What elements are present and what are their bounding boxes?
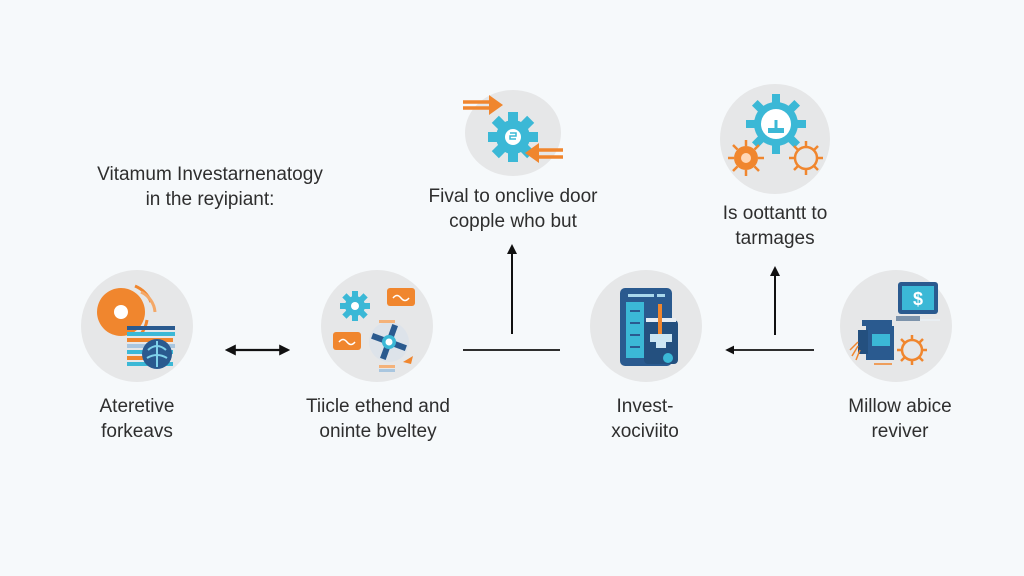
label-line: Fival to onclive door <box>428 186 598 207</box>
node-top-center-label: Fival to onclive door copple who but <box>400 184 626 234</box>
label-line: tarmages <box>735 228 815 249</box>
document-tablet-icon <box>620 288 678 366</box>
label-line: forkeavs <box>101 421 173 442</box>
node-2-label: Tiicle ethend and oninte bveltey <box>288 394 468 444</box>
diagram-title-line-2: in the reyipiant: <box>145 189 275 210</box>
monitor-dollar-gear-icon: $ <box>849 282 940 365</box>
node-3[interactable] <box>590 270 702 382</box>
node-top-right[interactable] <box>720 84 830 194</box>
label-line: copple who but <box>449 211 577 232</box>
node-2[interactable] <box>321 270 433 382</box>
label-line: Millow abice <box>848 396 952 417</box>
node-4-label: Millow abice reviver <box>825 394 975 444</box>
label-line: Tiicle ethend and <box>305 396 450 417</box>
node-1[interactable] <box>81 270 193 382</box>
node-4[interactable]: $ <box>840 270 952 382</box>
gears-cluster-icon <box>728 94 823 176</box>
disc-and-brain-icon <box>97 284 175 369</box>
label-line: xociviito <box>611 421 679 442</box>
svg-text:$: $ <box>913 289 923 309</box>
node-top-center[interactable] <box>463 90 563 176</box>
label-line: oninte bveltey <box>319 421 437 442</box>
label-line: Ateretive <box>99 396 175 417</box>
gear-and-chat-icon <box>333 288 415 372</box>
node-top-right-label: Is oottantt to tarmages <box>690 201 860 251</box>
label-line: reviver <box>871 421 929 442</box>
label-line: Is oottantt to <box>722 203 828 224</box>
gear-with-arrows-icon <box>463 95 563 163</box>
diagram-title: Vitamum Investarnenatogy in the reyipian… <box>80 162 340 212</box>
node-1-label: Ateretive forkeavs <box>72 394 202 444</box>
node-3-label: Invest- xociviito <box>585 394 705 444</box>
label-line: Invest- <box>616 396 674 417</box>
diagram-title-line-1: Vitamum Investarnenatogy <box>97 164 323 185</box>
